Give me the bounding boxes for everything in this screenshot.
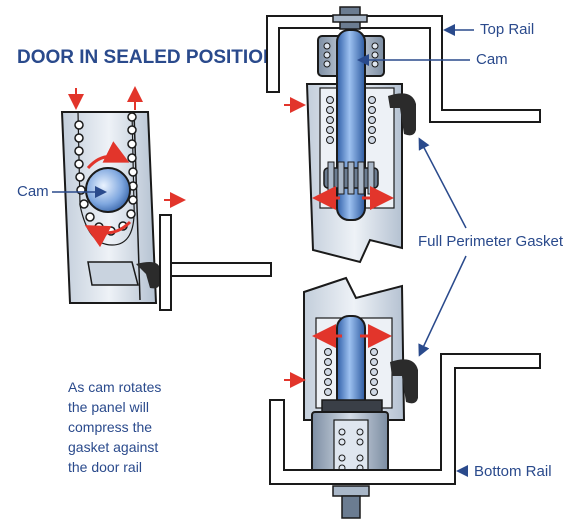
note-line: the door rail [68,459,142,475]
top-rail [266,15,541,123]
bottom-rail-label: Bottom Rail [474,463,552,480]
explanatory-note: As cam rotates the panel will compress t… [68,379,161,475]
gasket-label: Full Perimeter Gasket [418,233,564,250]
note-line: gasket against [68,439,158,455]
bottom-cam-assembly [269,276,541,519]
door-rail-left [170,262,272,277]
gasket-top [388,93,416,136]
gasket-bottom [390,359,418,404]
diagram-title: DOOR IN SEALED POSITION [17,47,277,68]
rotation-arrow-top [86,141,130,170]
cam-label-top: Cam [476,51,508,68]
cam-shaft-bottom [336,315,366,413]
chain-links [74,112,138,236]
note-line: compress the [68,419,152,435]
note-line: As cam rotates [68,379,161,395]
top-cam-assembly [266,6,541,264]
bottom-rail [269,353,541,485]
left-cam-section [60,86,272,311]
gasket-leader-top [418,137,467,229]
gasket-left [136,262,160,289]
cam-label-left: Cam [17,183,49,200]
top-rail-label: Top Rail [480,21,534,38]
gasket-leader-bottom [418,255,467,357]
cam-disc [85,167,131,213]
rotation-arrow-bottom [84,220,132,248]
note-line: the panel will [68,399,149,415]
